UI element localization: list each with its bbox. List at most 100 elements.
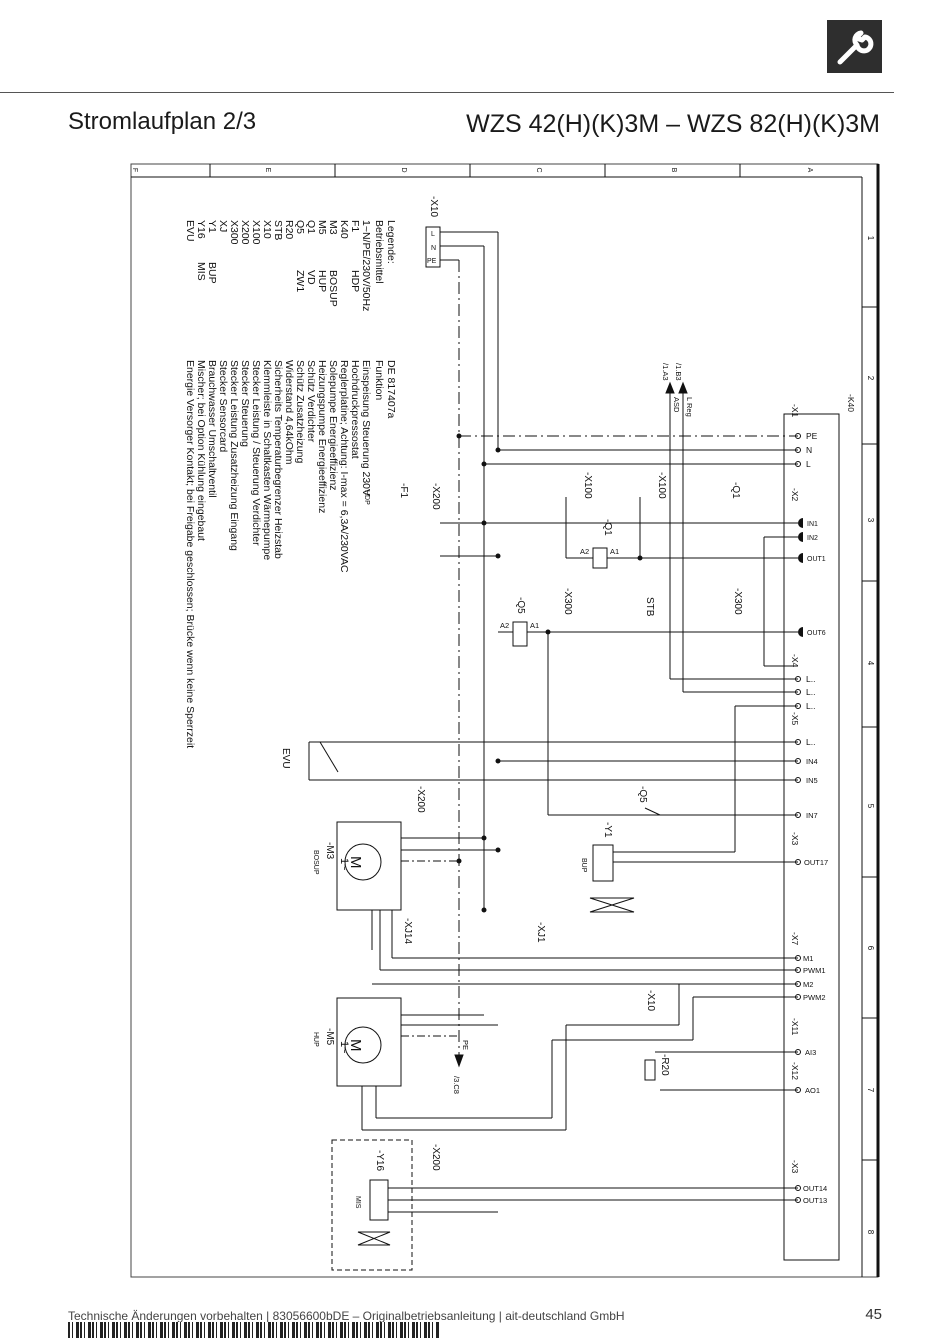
frame-row-d: D — [400, 167, 407, 172]
x1-label: -X1 — [790, 404, 800, 418]
x100-label-2: -X100 — [656, 472, 667, 499]
legend-desc: Stecker Steuerung — [239, 360, 251, 447]
ref-a3: /1.A3 — [661, 363, 670, 381]
legend-code: EVU — [184, 220, 196, 242]
legend-code: X300 — [228, 220, 240, 245]
barcode-image — [68, 1322, 440, 1338]
legend-code: M3 — [327, 220, 339, 235]
x10-terminal-pe: PE — [427, 258, 437, 265]
x300-label-2: -X300 — [732, 588, 743, 615]
terminal-out1: OUT1 — [807, 556, 826, 563]
terminal-pe: PE — [806, 431, 818, 441]
terminal-l4: L.. — [806, 737, 815, 747]
legend-tag: VD — [305, 270, 317, 285]
x10-label-bottom: -X10 — [645, 990, 656, 1012]
frame-col-4: 4 — [866, 661, 875, 666]
frame-col-5: 5 — [866, 804, 875, 809]
legend-desc: Schütz Zusatzheizung — [294, 360, 306, 463]
footer-text: Technische Änderungen vorbehalten | 8305… — [68, 1309, 625, 1323]
x10-terminal-l: L — [431, 231, 435, 238]
mis-label: MIS — [354, 1196, 361, 1209]
legend-desc: Solepumpe Energieeffizienz — [327, 360, 339, 491]
terminal-out6: OUT6 — [807, 630, 826, 637]
terminal-in7: IN7 — [806, 811, 818, 820]
terminal-out14: OUT14 — [803, 1184, 827, 1193]
hdp-label: HDP — [363, 490, 370, 505]
y1-label: -Y1 — [602, 822, 613, 838]
legend-desc: Energie Versorger Kontakt; bei Freigabe … — [184, 360, 196, 748]
y16-label: -Y16 — [374, 1150, 385, 1172]
frame-col-6: 6 — [866, 946, 875, 951]
frame-col-3: 3 — [866, 518, 875, 523]
page-number: 45 — [865, 1306, 882, 1323]
legend-desc: Widerstand 4,64kOhm — [283, 360, 295, 465]
xj1-label: -XJ1 — [535, 922, 546, 943]
x11-label: -X11 — [790, 1018, 800, 1036]
x300-label-1: -X300 — [562, 588, 573, 615]
legend-code: STB — [272, 220, 284, 240]
legend-desc: Stecker Leistung Zusatzheizung Eingang — [228, 360, 240, 551]
legend-code: 1~N/PE/230V/50Hz — [360, 220, 372, 311]
q1-coil-label: -Q1 — [602, 519, 613, 536]
ref-c8: /3.C8 — [452, 1076, 461, 1094]
terminal-ao1: AO1 — [805, 1086, 820, 1095]
x200-label-bottom: -X200 — [430, 1144, 441, 1171]
x7-label: -X7 — [790, 932, 800, 946]
legend-title: Legende: — [385, 220, 397, 264]
x200-label-top: -X200 — [430, 483, 441, 510]
legend-function-header: Funktion — [373, 360, 385, 400]
bup-label: BUP — [580, 858, 587, 873]
terminal-in1: IN1 — [807, 521, 818, 528]
legend-desc: Schütz Verdichter — [305, 360, 317, 443]
page-title: Stromlaufplan 2/3 — [68, 108, 257, 135]
frame-row-e: E — [264, 168, 271, 173]
legend-desc: Mischer; bei Option Kühlung eingebaut — [195, 360, 207, 541]
frame-col-8: 8 — [866, 1230, 875, 1235]
evu-label: EVU — [280, 748, 291, 769]
terminal-out17: OUT17 — [804, 858, 828, 867]
frame-col-2: 2 — [866, 376, 875, 381]
legend-desc: Stecker Sensorcard — [217, 360, 229, 452]
legend-code: X200 — [239, 220, 251, 245]
terminal-l2: L.. — [806, 687, 815, 697]
terminal-m1: M1 — [803, 954, 813, 963]
legend-code: Y16 — [195, 220, 207, 239]
legend-desc: Klemmleiste in Schaltkasten Wärmepumpe — [261, 360, 273, 560]
m3-motor-phase: 1~ — [338, 858, 350, 871]
frame-col-1: 1 — [866, 236, 875, 241]
legend-desc: Hochdruckpressostat — [349, 360, 361, 459]
legend-desc: Brauchwasser Umschaltventil — [206, 360, 218, 498]
legend-code: K40 — [338, 220, 350, 239]
legend-code: X10 — [261, 220, 273, 239]
x3-label: -X3 — [790, 832, 800, 846]
terminal-pwm1: PWM1 — [803, 966, 826, 975]
q1-a2: A2 — [580, 547, 589, 556]
legend-desc: Stecker Leistung / Steuerung Verdichter — [250, 360, 262, 546]
q5-a2: A2 — [500, 621, 509, 630]
terminal-in5: IN5 — [806, 776, 818, 785]
legend-code: Y1 — [206, 220, 218, 233]
legend-desc: Einspeisung Steuerung 230V — [360, 360, 372, 496]
legend-doc: DE 817407a — [385, 360, 397, 419]
legend-code: M5 — [316, 220, 328, 235]
terminal-m2: M2 — [803, 980, 813, 989]
k40-label: -K40 — [846, 394, 856, 412]
terminal-l: L — [806, 459, 811, 469]
terminal-l3: L.. — [806, 701, 815, 711]
frame-row-f: F — [131, 168, 138, 172]
m5-motor-phase: 1~ — [338, 1041, 350, 1054]
q5-coil-label: -Q5 — [515, 597, 526, 614]
q1-contact-label: -Q1 — [730, 482, 741, 499]
legend-desc: Sicherheits Temperaturbegrenzer Heizstab — [272, 360, 284, 559]
m5-label: -M5 — [324, 1028, 335, 1046]
x2-label: -X2 — [790, 488, 800, 502]
legend-tag: BUP — [206, 262, 218, 284]
legend-tag: HDP — [349, 270, 361, 292]
header-rule — [0, 92, 894, 93]
xj14-label: -XJ14 — [402, 918, 413, 945]
hup-label: HUP — [312, 1032, 319, 1047]
frame-row-b: B — [670, 168, 677, 173]
legend-subtitle: Betriebsmittel — [373, 220, 385, 284]
terminal-l1: L.. — [806, 674, 815, 684]
